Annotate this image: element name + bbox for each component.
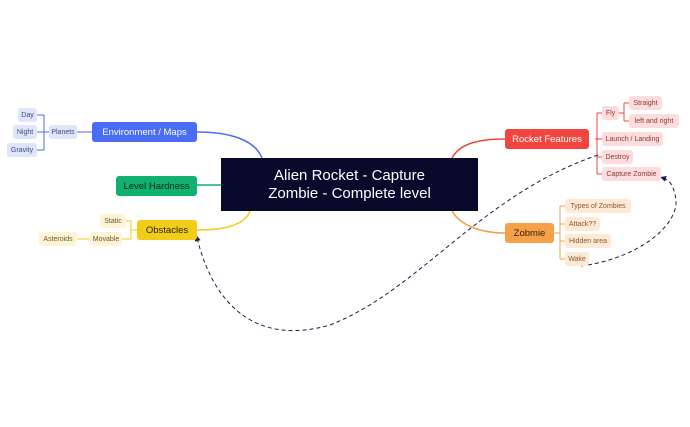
connector-obstacles — [196, 210, 251, 231]
subtopic-planets[interactable]: Planets — [49, 125, 77, 139]
subtopic-hidden-area[interactable]: Hidden area — [565, 234, 611, 248]
bracket-rocket — [595, 112, 602, 175]
subtopic-types-of-zombies[interactable]: Types of Zombies — [565, 199, 631, 213]
subtopic-static[interactable]: Static — [100, 214, 126, 228]
bracket-obstacles — [122, 220, 137, 240]
subtopic-movable[interactable]: Movable — [90, 232, 122, 246]
subtopic-fly[interactable]: Fly — [602, 106, 619, 120]
relation-destroy-to-obstacles — [194, 154, 599, 332]
branch-obstacles[interactable]: Obstacles — [137, 220, 197, 240]
central-topic-line1: Alien Rocket - Capture — [274, 166, 425, 184]
branch-rocket-features[interactable]: Rocket Features — [505, 129, 589, 149]
subtopic-attack[interactable]: Attack?? — [565, 217, 600, 231]
subtopic-capture-zombie[interactable]: Capture Zombie — [602, 167, 661, 181]
subtopic-wake[interactable]: Wake — [565, 252, 589, 266]
branch-environment[interactable]: Environment / Maps — [92, 122, 197, 142]
subtopic-asteroids[interactable]: Asteroids — [39, 232, 77, 246]
subtopic-left-and-right[interactable]: left and right — [629, 114, 679, 128]
bracket-zombie — [554, 205, 565, 260]
subtopic-destroy[interactable]: Destroy — [602, 150, 633, 164]
subtopic-launch-landing[interactable]: Launch / Landing — [602, 132, 663, 146]
connector-zombie — [451, 210, 506, 234]
branch-zombie[interactable]: Zobmie — [505, 223, 554, 243]
central-topic[interactable]: Alien Rocket - Capture Zombie - Complete… — [221, 158, 478, 211]
subtopic-night[interactable]: Night — [13, 125, 37, 139]
connector-rocket — [451, 138, 506, 159]
central-topic-line2: Zombie - Complete level — [268, 184, 431, 202]
subtopic-straight[interactable]: Straight — [629, 96, 662, 110]
bracket-planets — [37, 114, 49, 151]
subtopic-day[interactable]: Day — [18, 108, 37, 122]
subtopic-gravity[interactable]: Gravity — [7, 143, 37, 157]
connector-environment — [196, 131, 263, 159]
relation-wake-to-capture — [580, 175, 677, 267]
branch-level-hardness[interactable]: Level Hardness — [116, 176, 197, 196]
bracket-fly — [619, 102, 629, 122]
